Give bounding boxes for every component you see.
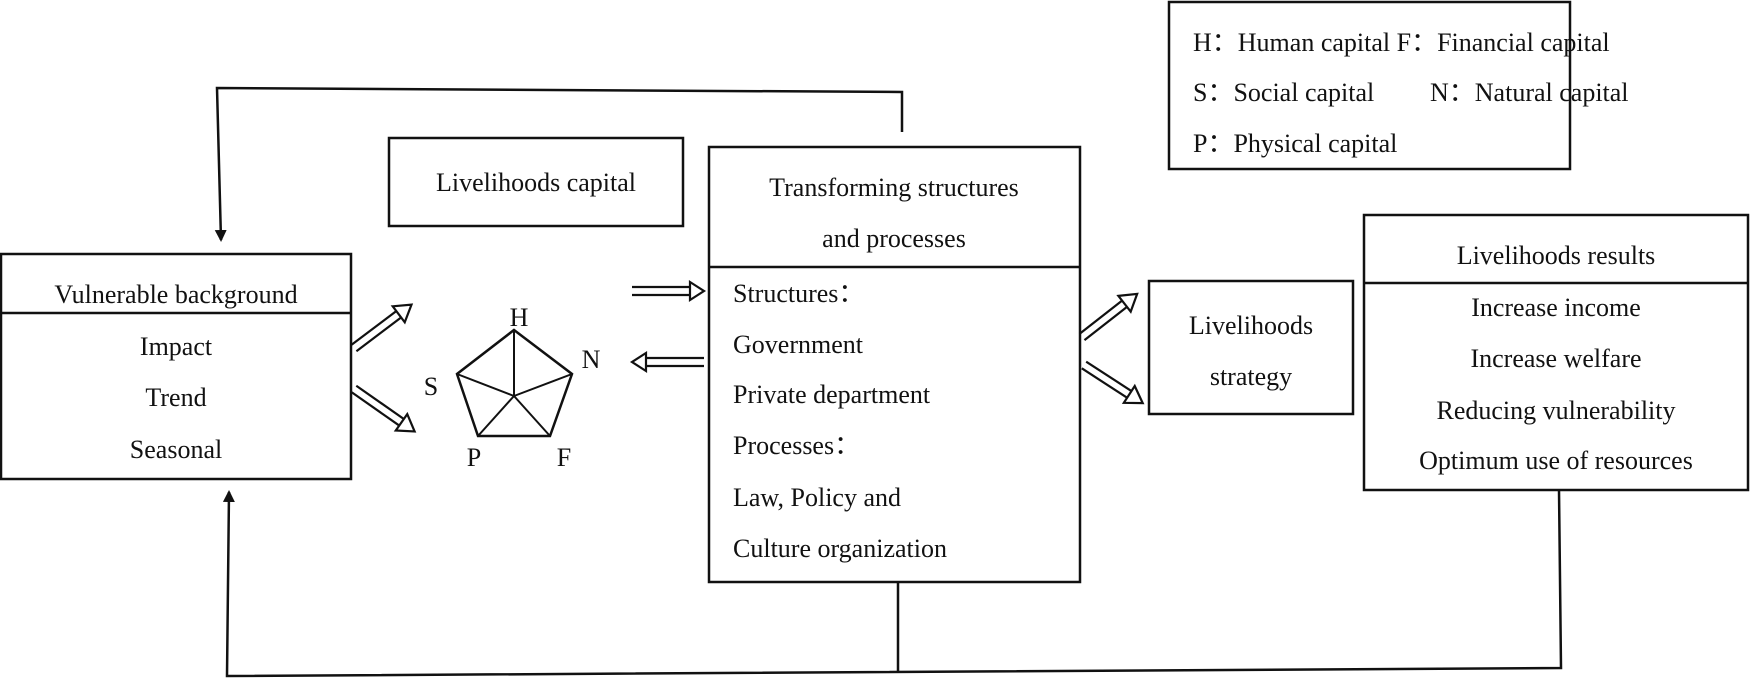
- vulnerable-title: Vulnerable background: [54, 280, 297, 309]
- pentagon-spoke-s: [456, 373, 515, 397]
- livelihoods-strategy-box: Livelihoods strategy: [1147, 279, 1355, 416]
- results-item-resources: Optimum use of resources: [1419, 446, 1693, 475]
- feedback-bottom-connector: [222, 489, 1563, 678]
- transforming-item-structures: Structures：: [733, 279, 864, 308]
- pentagon-spoke-f: [513, 395, 551, 437]
- livelihoods-capital-title: Livelihoods capital: [436, 168, 636, 197]
- results-title: Livelihoods results: [1457, 241, 1656, 270]
- transforming-item-processes: Processes：: [733, 431, 860, 460]
- vulnerable-item-trend: Trend: [145, 383, 206, 412]
- strategy-line-2: strategy: [1210, 362, 1292, 391]
- legend-line-1: H：Human capital F：Financial capital: [1193, 28, 1610, 57]
- transforming-structures-box: Transforming structures and processes St…: [707, 145, 1082, 584]
- strategy-line-1: Livelihoods: [1189, 311, 1313, 340]
- vulnerable-background-box: Vulnerable background Impact Trend Seaso…: [0, 252, 353, 481]
- livelihoods-results-box: Livelihoods results Increase income Incr…: [1362, 213, 1750, 492]
- transforming-item-private-department: Private department: [733, 380, 931, 409]
- legend-line-2-natural: N：Natural capital: [1430, 78, 1629, 107]
- vulnerable-to-capital-arrow-down: [351, 384, 417, 433]
- legend-line-3: P：Physical capital: [1193, 129, 1397, 158]
- transforming-title-line-2: and processes: [822, 224, 966, 253]
- pentagon-spoke-n: [513, 373, 573, 397]
- transforming-to-capital-arrow: [629, 350, 704, 374]
- pentagon-label-n: N: [582, 345, 601, 374]
- vulnerable-item-impact: Impact: [140, 332, 213, 361]
- transforming-item-government: Government: [733, 330, 864, 359]
- results-item-welfare: Increase welfare: [1470, 344, 1641, 373]
- legend-line-2-social: S：Social capital: [1193, 78, 1374, 107]
- pentagon-label-f: F: [557, 443, 571, 472]
- transforming-title-line-1: Transforming structures: [769, 173, 1019, 202]
- transforming-item-law-policy: Law, Policy and: [733, 483, 901, 512]
- legend-box: H：Human capital F：Financial capital S：So…: [1167, 0, 1629, 171]
- feedback-top-connector: [214, 86, 904, 242]
- results-item-vulnerability: Reducing vulnerability: [1436, 396, 1675, 425]
- vulnerable-to-capital-arrow-up: [350, 303, 414, 353]
- capital-pentagon: H N S P F: [424, 303, 601, 472]
- pentagon-spoke-p: [477, 395, 515, 437]
- transforming-to-strategy-arrow-down: [1081, 360, 1145, 405]
- livelihoods-capital-box: Livelihoods capital: [387, 136, 685, 228]
- results-item-income: Increase income: [1471, 293, 1641, 322]
- capital-to-transforming-arrow: [632, 279, 707, 303]
- transforming-item-culture-organization: Culture organization: [733, 534, 947, 563]
- pentagon-label-p: P: [467, 443, 481, 472]
- pentagon-label-h: H: [510, 303, 529, 332]
- vulnerable-item-seasonal: Seasonal: [130, 435, 222, 464]
- transforming-to-strategy-arrow-up: [1078, 292, 1139, 342]
- pentagon-label-s: S: [424, 372, 438, 401]
